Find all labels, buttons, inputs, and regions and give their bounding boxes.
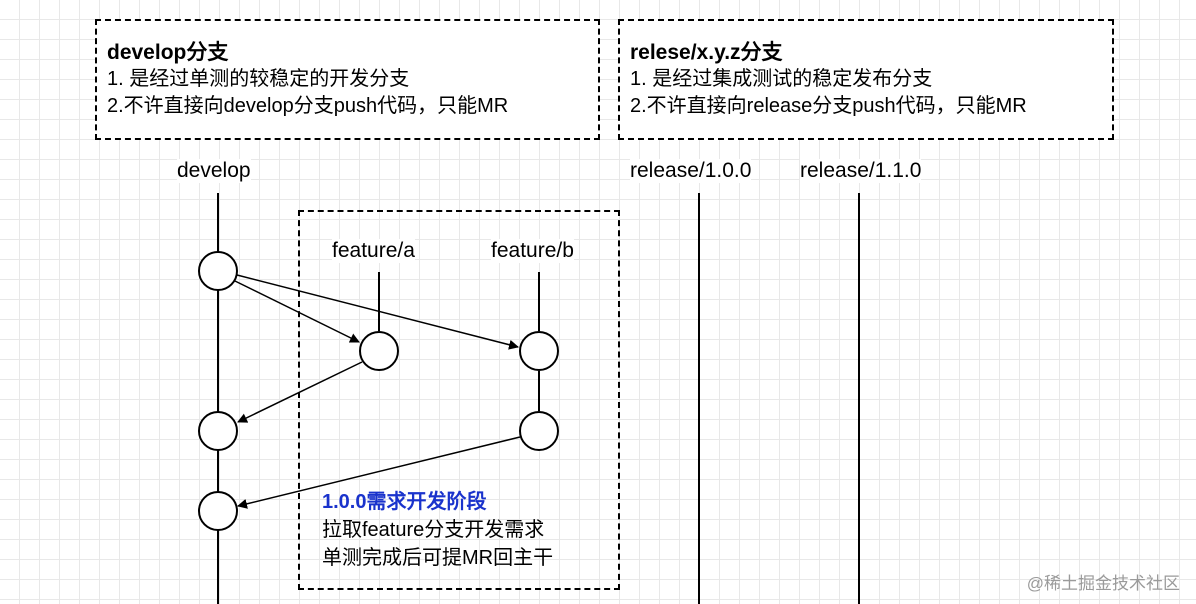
develop-info-box: develop分支 1. 是经过单测的较稳定的开发分支 2.不许直接向devel…: [95, 19, 600, 140]
phase-note-line-2: 单测完成后可提MR回主干: [322, 547, 554, 569]
feature-a-commit: [359, 331, 399, 371]
release-info-box: relese/x.y.z分支 1. 是经过集成测试的稳定发布分支 2.不许直接向…: [618, 19, 1114, 140]
release-1-0-0-label: release/1.0.0: [630, 159, 752, 183]
develop-box-title: develop分支: [107, 41, 229, 64]
arrow-feature-b-merge: [237, 436, 521, 509]
develop-box-line-1: 1. 是经过单测的较稳定的开发分支: [107, 68, 410, 90]
phase-note: 1.0.0需求开发阶段 拉取feature分支开发需求 单测完成后可提MR回主干: [322, 488, 553, 572]
arrow-develop-to-feature-b: [236, 274, 519, 350]
release-1-1-0-label: release/1.1.0: [800, 159, 922, 183]
release-box-title: relese/x.y.z分支: [630, 41, 783, 64]
develop-commit-2: [198, 411, 238, 451]
watermark: @稀土掘金技术社区: [1026, 574, 1180, 593]
feature-a-label: feature/a: [332, 239, 415, 263]
release-box-line-1: 1. 是经过集成测试的稳定发布分支: [630, 68, 933, 90]
feature-phase-box: [298, 210, 620, 590]
develop-box-line-2: 2.不许直接向develop分支push代码，只能MR: [107, 95, 509, 117]
feature-b-commit-1: [519, 331, 559, 371]
develop-commit-1: [198, 251, 238, 291]
phase-note-title: 1.0.0需求开发阶段: [322, 491, 487, 513]
arrow-develop-to-feature-a: [234, 280, 360, 343]
arrow-feature-a-merge: [237, 361, 363, 423]
feature-b-commit-2: [519, 411, 559, 451]
feature-b-label: feature/b: [491, 239, 574, 263]
develop-commit-3: [198, 491, 238, 531]
release-box-line-2: 2.不许直接向release分支push代码，只能MR: [630, 95, 1027, 117]
develop-branch-label: develop: [177, 159, 251, 183]
phase-note-line-1: 拉取feature分支开发需求: [322, 519, 545, 541]
